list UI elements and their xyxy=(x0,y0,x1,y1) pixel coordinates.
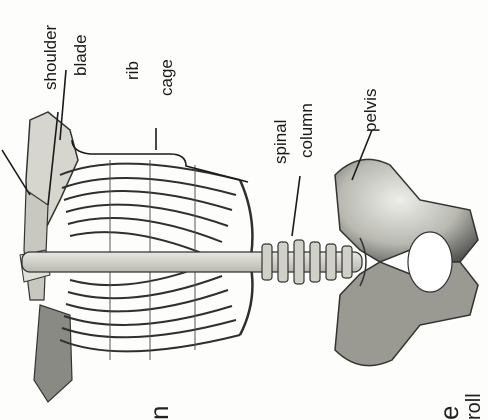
edge-fragment-e: e xyxy=(436,406,462,420)
label-cage: cage xyxy=(158,59,175,96)
leader-line-spinal-column xyxy=(292,176,300,236)
leader-line-rib-cage xyxy=(72,140,248,182)
label-spinal: spinal xyxy=(272,120,289,164)
spine-shape xyxy=(22,240,362,284)
label-rib: rib xyxy=(124,61,141,80)
edge-fragment-roll: roll xyxy=(464,393,484,420)
label-blade: blade xyxy=(72,34,89,76)
label-shoulder: shoulder xyxy=(42,25,59,90)
label-pelvis: pelvis xyxy=(362,89,379,132)
edge-fragment-n: n xyxy=(146,406,172,420)
label-column: column xyxy=(298,103,315,158)
